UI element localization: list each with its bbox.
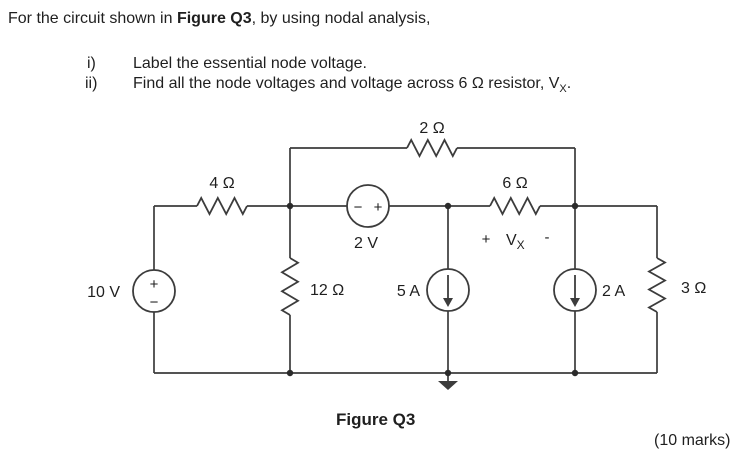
resistor-12ohm	[280, 257, 300, 316]
minus-sign-10v: −	[150, 294, 159, 311]
voltage-source-10v-label: 10 V	[87, 284, 120, 301]
resistor-6ohm-label: 6 Ω	[502, 175, 527, 192]
vx-plus-sign: +	[482, 231, 491, 248]
node-dot	[286, 369, 294, 377]
resistor-4ohm	[196, 196, 248, 216]
wire	[153, 147, 658, 381]
current-source-2a-label: 2 A	[602, 283, 625, 300]
node-dot	[571, 202, 579, 210]
vx-symbol-sub: X	[559, 83, 567, 96]
question-intro-prefix: For the circuit shown in	[8, 10, 177, 27]
vx-label-sub: X	[517, 238, 525, 252]
plus-sign-10v: +	[150, 276, 159, 293]
question-intro: For the circuit shown in Figure Q3, by u…	[8, 10, 430, 28]
plus-sign-2v: +	[374, 199, 383, 216]
minus-sign-2v: −	[354, 199, 363, 216]
voltage-source-2v	[346, 184, 390, 228]
voltage-source-10v	[132, 269, 176, 313]
instruction-item-1-text: Label the essential node voltage.	[133, 55, 367, 72]
vx-label: VX	[506, 232, 525, 252]
vx-symbol-base: V	[548, 75, 560, 92]
vx-minus-sign: -	[545, 229, 550, 246]
ground-icon	[438, 381, 458, 390]
resistor-12ohm-label: 12 Ω	[310, 282, 344, 299]
arrow-down-head-icon	[443, 298, 453, 307]
instruction-item-2-suffix: .	[566, 75, 572, 92]
node-dot	[571, 369, 579, 377]
resistor-2ohm	[406, 138, 458, 158]
resistor-3ohm-label: 3 Ω	[681, 280, 706, 297]
current-source-5a-label: 5 A	[397, 283, 420, 300]
resistor-4ohm-label: 4 Ω	[209, 175, 234, 192]
instruction-item-1-marker: i)	[87, 55, 96, 72]
marks-label: (10 marks)	[654, 432, 731, 449]
vx-label-base: V	[506, 232, 517, 249]
node-dot	[444, 202, 452, 210]
instruction-item-2-marker: ii)	[85, 75, 98, 92]
arrow-down-head-icon	[570, 298, 580, 307]
instruction-item-2-prefix: Find all the node voltages and voltage a…	[133, 75, 549, 92]
resistor-2ohm-label: 2 Ω	[419, 120, 444, 137]
figure-caption: Figure Q3	[336, 410, 416, 429]
instruction-item-2-text: Find all the node voltages and voltage a…	[133, 75, 571, 95]
question-figure-ref: Figure Q3	[176, 10, 252, 27]
resistor-6ohm	[489, 196, 541, 216]
question-intro-suffix: , by using nodal analysis,	[251, 10, 431, 27]
node-dot	[286, 202, 294, 210]
node-dot	[444, 369, 452, 377]
resistor-3ohm	[647, 257, 667, 313]
voltage-source-2v-label: 2 V	[354, 235, 378, 252]
